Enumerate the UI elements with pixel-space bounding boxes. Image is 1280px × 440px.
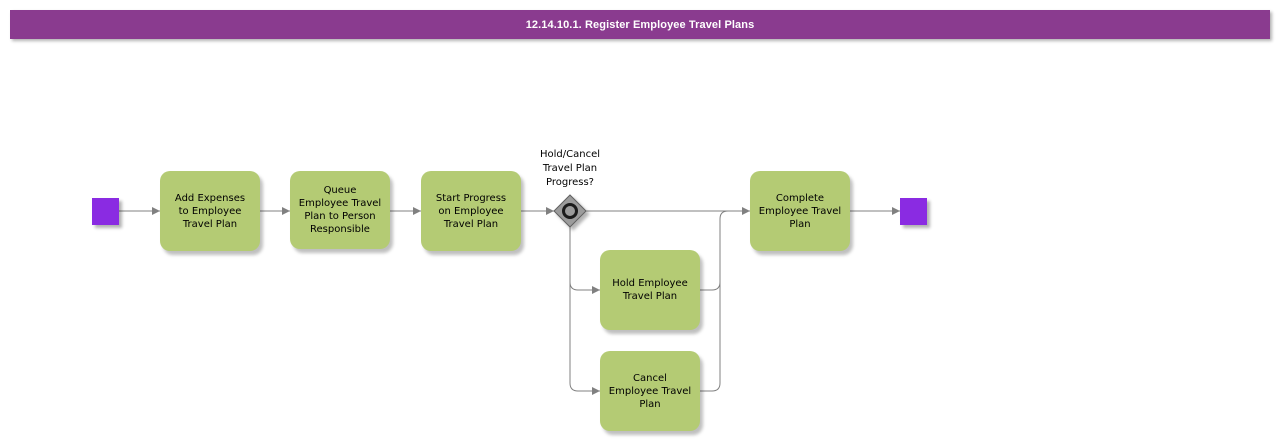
diagram-title-bar: 12.14.10.1. Register Employee Travel Pla…: [10, 10, 1270, 39]
task-add-expenses-label: Add Expenses to Employee Travel Plan: [174, 192, 246, 230]
task-complete-label: Complete Employee Travel Plan: [758, 192, 842, 230]
gateway-ring-icon: [562, 203, 578, 219]
task-start-progress-label: Start Progress on Employee Travel Plan: [435, 192, 507, 230]
connector-hold-to-merge: [700, 281, 721, 291]
task-hold-label: Hold Employee Travel Plan: [612, 278, 688, 302]
task-start-progress[interactable]: Start Progress on Employee Travel Plan: [421, 171, 521, 251]
gateway-label: Hold/Cancel Travel Plan Progress?: [539, 149, 600, 188]
task-queue-travel-plan-label: Queue Employee Travel Plan to Person Res…: [298, 185, 382, 235]
diagram-title: 12.14.10.1. Register Employee Travel Pla…: [525, 18, 755, 31]
connector-gateway-to-hold: [569, 281, 600, 294]
task-add-expenses[interactable]: Add Expenses to Employee Travel Plan: [160, 171, 260, 251]
start-event[interactable]: [92, 198, 119, 225]
task-queue-travel-plan[interactable]: Queue Employee Travel Plan to Person Res…: [290, 171, 390, 249]
gateway-hold-cancel[interactable]: [553, 194, 587, 228]
connector-gateway-to-cancel: [569, 227, 600, 395]
task-complete[interactable]: Complete Employee Travel Plan: [750, 171, 850, 251]
task-cancel-label: Cancel Employee Travel Plan: [608, 372, 692, 410]
task-hold[interactable]: Hold Employee Travel Plan: [600, 250, 700, 330]
task-cancel[interactable]: Cancel Employee Travel Plan: [600, 351, 700, 431]
connector-cancel-to-merge: [700, 210, 729, 392]
end-event[interactable]: [900, 198, 927, 225]
gateway-diamond[interactable]: [553, 194, 587, 228]
